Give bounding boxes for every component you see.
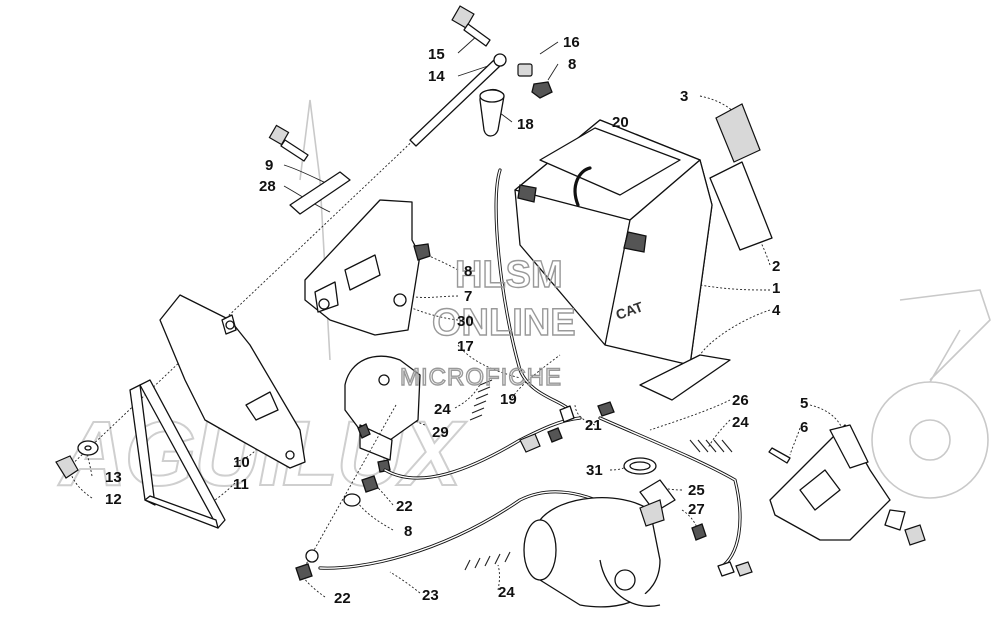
cable-19 — [494, 168, 572, 412]
watermark-line-1: HLSM — [455, 254, 563, 296]
spring-24-right — [689, 439, 733, 453]
callout-7: 7 — [464, 288, 472, 305]
callout-29: 29 — [432, 424, 449, 441]
watermark-line-2: ONLINE — [432, 302, 576, 344]
callout-22-low: 22 — [334, 590, 351, 607]
cable-solenoid-short — [383, 416, 582, 480]
nut-16 — [517, 63, 533, 77]
starter-motor — [523, 497, 753, 608]
cable-20 — [573, 166, 592, 207]
callout-6: 6 — [800, 419, 808, 436]
callout-labels: 15 14 16 8 18 20 3 9 28 2 1 4 8 7 30 17 … — [105, 34, 808, 607]
callout-31: 31 — [586, 462, 603, 479]
battery-tray-5 — [769, 424, 906, 541]
terminal-boot-18 — [479, 89, 505, 137]
callout-9: 9 — [265, 157, 273, 174]
mount-plate-28 — [289, 171, 351, 215]
spring-24-lower — [464, 551, 511, 571]
battery-bracket — [304, 199, 431, 336]
watermark-wheel — [871, 381, 989, 499]
battery-1: CAT — [514, 119, 713, 366]
rod-eye — [493, 53, 507, 67]
callout-22-mid: 22 — [396, 498, 413, 515]
ring-terminal-low — [305, 549, 319, 563]
starter-solenoid-29 — [344, 355, 421, 473]
bolt-15 — [451, 5, 491, 47]
cable-26 — [598, 416, 742, 570]
spring-24-upper — [469, 379, 493, 421]
callout-21: 21 — [585, 417, 602, 434]
callout-25: 25 — [688, 482, 705, 499]
pad-3 — [715, 103, 761, 163]
callout-27: 27 — [688, 501, 705, 518]
callout-8-lower: 8 — [404, 523, 412, 540]
callout-24-upper: 24 — [434, 401, 451, 418]
callout-1: 1 — [772, 280, 780, 297]
bolt-9 — [268, 124, 309, 162]
washer-13 — [77, 440, 99, 456]
callout-4: 4 — [772, 302, 781, 319]
nut-27 — [691, 523, 707, 541]
wing-nut-12 — [55, 455, 79, 479]
callout-26: 26 — [732, 392, 749, 409]
pad-2 — [709, 161, 773, 251]
callout-20: 20 — [612, 114, 629, 131]
callout-18: 18 — [517, 116, 534, 133]
callout-12: 12 — [105, 491, 122, 508]
callout-28: 28 — [259, 178, 276, 195]
callout-24-right: 24 — [732, 414, 749, 431]
nut-22-low — [295, 563, 313, 581]
nut-8-top — [531, 81, 553, 99]
watermark-line-3: MICROFICHE — [400, 364, 562, 391]
callout-24-lower: 24 — [498, 584, 515, 601]
callout-15: 15 — [428, 46, 445, 63]
callout-13: 13 — [105, 469, 122, 486]
bolt-6 — [768, 447, 791, 464]
washer-8-mid — [343, 493, 361, 507]
callout-2: 2 — [772, 258, 780, 275]
stand-11 — [129, 379, 226, 529]
callout-23: 23 — [422, 587, 439, 604]
terminal-bolts-21 — [519, 401, 615, 453]
callout-8-bracket: 8 — [464, 263, 472, 280]
nut-22-mid — [361, 475, 379, 493]
wing-nut-right — [904, 524, 926, 546]
callout-17: 17 — [457, 338, 474, 355]
callout-11: 11 — [233, 476, 249, 493]
callout-8: 8 — [568, 56, 576, 73]
callout-16: 16 — [563, 34, 580, 51]
callout-10: 10 — [233, 454, 250, 471]
callout-14: 14 — [428, 68, 445, 85]
watermark-tower — [299, 99, 331, 361]
callout-3: 3 — [680, 88, 688, 105]
watermark-frame — [899, 289, 991, 383]
center-watermark: HLSM ONLINE MICROFICHE — [399, 253, 576, 391]
callout-19: 19 — [500, 391, 517, 408]
shield-10 — [159, 294, 306, 469]
clamp-31 — [623, 457, 657, 475]
ground-strap — [299, 404, 397, 576]
callout-5: 5 — [800, 395, 808, 412]
watermark-wheel-hub — [909, 419, 951, 461]
callout-30: 30 — [457, 313, 474, 330]
battery-pad-4 — [639, 354, 731, 401]
